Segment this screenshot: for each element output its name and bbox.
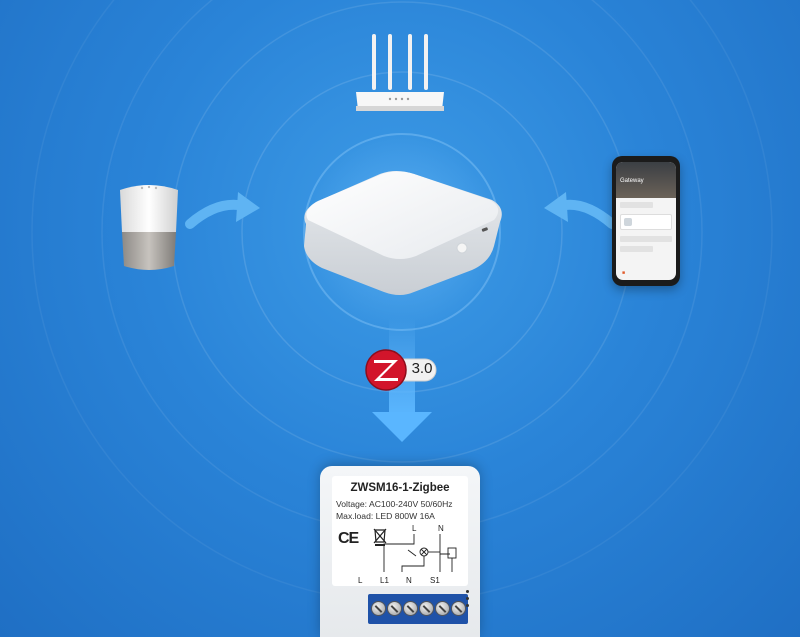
app-title: Gateway [616,162,676,198]
terminal-screw [452,602,465,615]
terminal-screw [420,602,433,615]
terminal-screw [388,602,401,615]
terminal-label-n: N [406,576,412,585]
module-label: ZWSM16-1-Zigbee Voltage: AC100-240V 50/6… [332,476,468,586]
max-load-spec: Max.load: LED 800W 16A [336,511,435,521]
device-entry [620,214,672,230]
switch-module: ZWSM16-1-Zigbee Voltage: AC100-240V 50/6… [320,466,480,637]
zigbee-hub-icon [304,171,502,295]
wifi-router-icon [356,34,444,111]
terminal-screw [436,602,449,615]
model-name: ZWSM16-1-Zigbee [350,482,450,494]
smart-speaker-icon [120,185,178,270]
zigbee-logo-icon [365,349,437,391]
terminal-block [368,594,468,624]
app-brand: ■ [622,270,626,276]
arrow-icon [544,192,568,222]
wiring-diagram [383,534,457,572]
terminal-label-s1: S1 [430,576,440,585]
indicator-dots [466,590,469,611]
arrow-icon [372,412,432,442]
terminal-label-l: L [358,576,363,585]
ce-mark: CE [338,530,359,547]
terminal-screw [372,602,385,615]
terminal-label-top-l: L [412,524,417,533]
arrow-icon [185,199,249,229]
smartphone-icon: Gateway ■ [612,156,680,286]
phone-screen: Gateway ■ [616,162,676,280]
terminal-label-top-n: N [438,524,444,533]
terminal-screw [404,602,417,615]
zigbee-version-label: 3.0 [411,360,433,377]
arrow-icon [236,192,260,222]
voltage-spec: Voltage: AC100-240V 50/60Hz [336,499,453,509]
terminal-label-l1: L1 [380,576,389,585]
weee-bin-icon [373,528,387,546]
